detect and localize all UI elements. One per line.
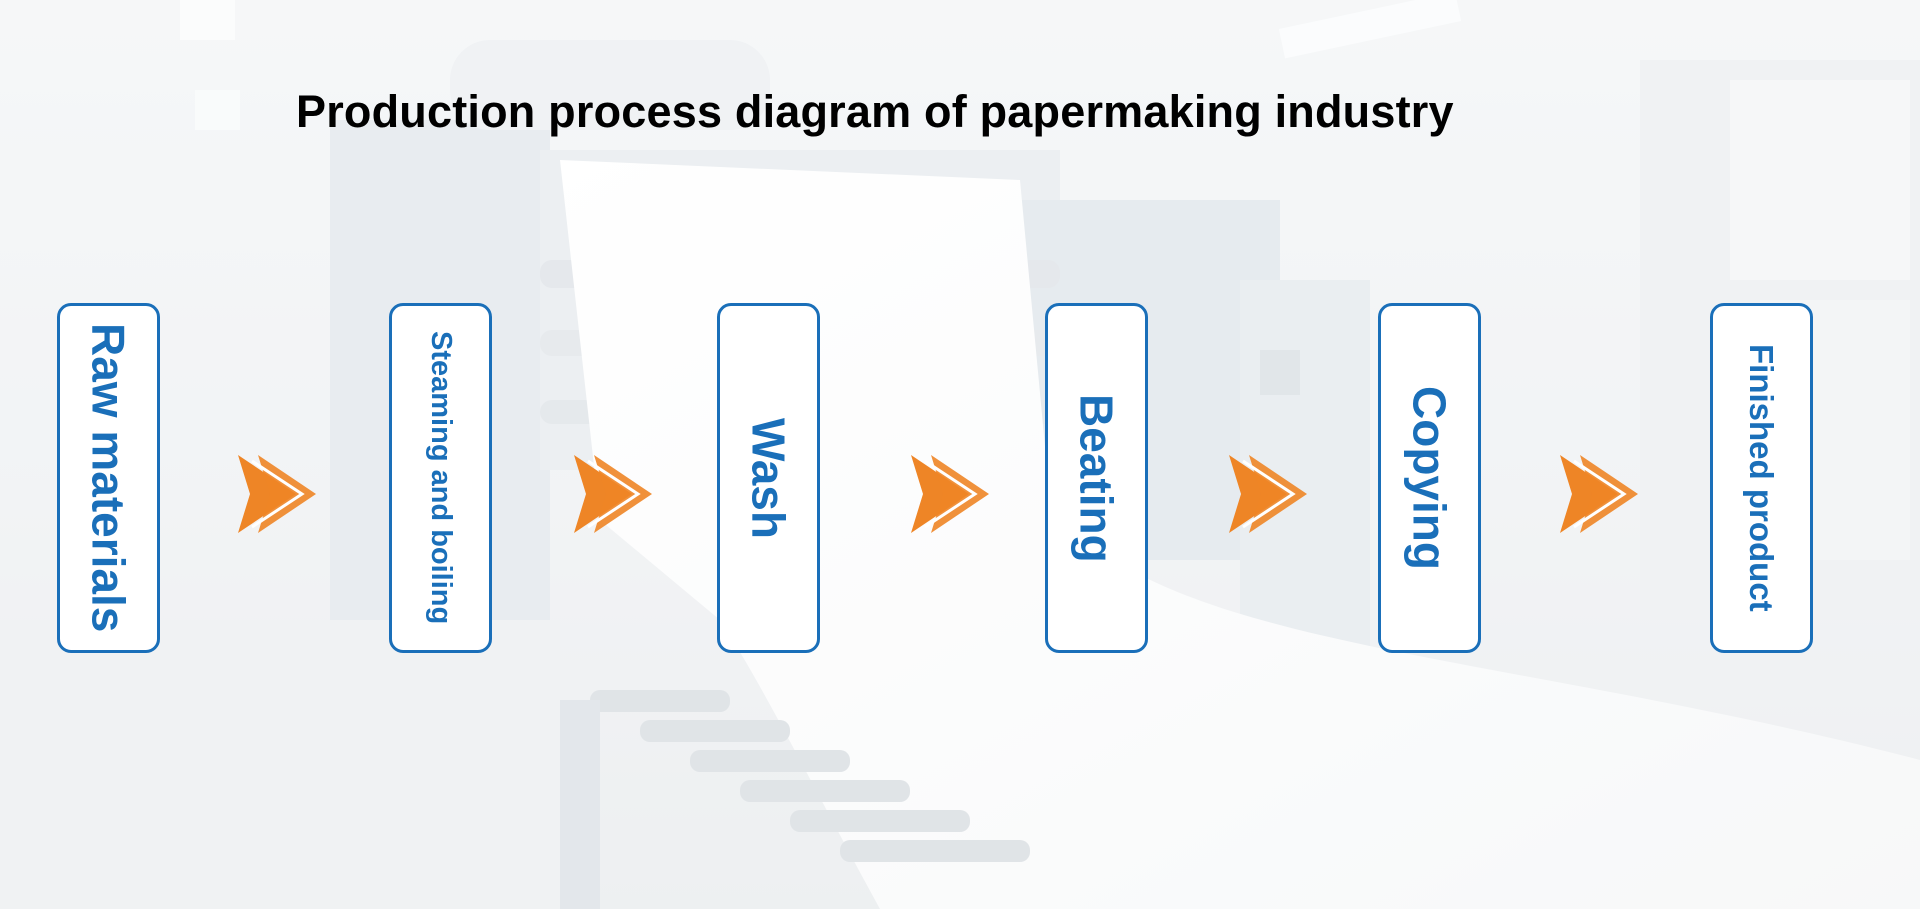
process-step-finished-product: Finished product (1710, 303, 1813, 653)
step-label: Wash (742, 417, 795, 539)
step-label: Copying (1403, 386, 1456, 570)
double-chevron-right-icon (238, 455, 316, 533)
double-chevron-right-icon (1229, 455, 1307, 533)
step-label: Finished product (1743, 344, 1780, 612)
step-label: Raw materials (82, 323, 135, 633)
step-label: Beating (1070, 393, 1123, 563)
step-label: Steaming and boiling (425, 331, 457, 625)
double-chevron-right-icon (1560, 455, 1638, 533)
double-chevron-right-icon (574, 455, 652, 533)
double-chevron-right-icon (911, 455, 989, 533)
process-step-raw-materials: Raw materials (57, 303, 160, 653)
page-title: Production process diagram of papermakin… (296, 86, 1454, 137)
process-step-copying: Copying (1378, 303, 1481, 653)
process-step-steaming-and-boiling: Steaming and boiling (389, 303, 492, 653)
process-step-beating: Beating (1045, 303, 1148, 653)
process-step-wash: Wash (717, 303, 820, 653)
